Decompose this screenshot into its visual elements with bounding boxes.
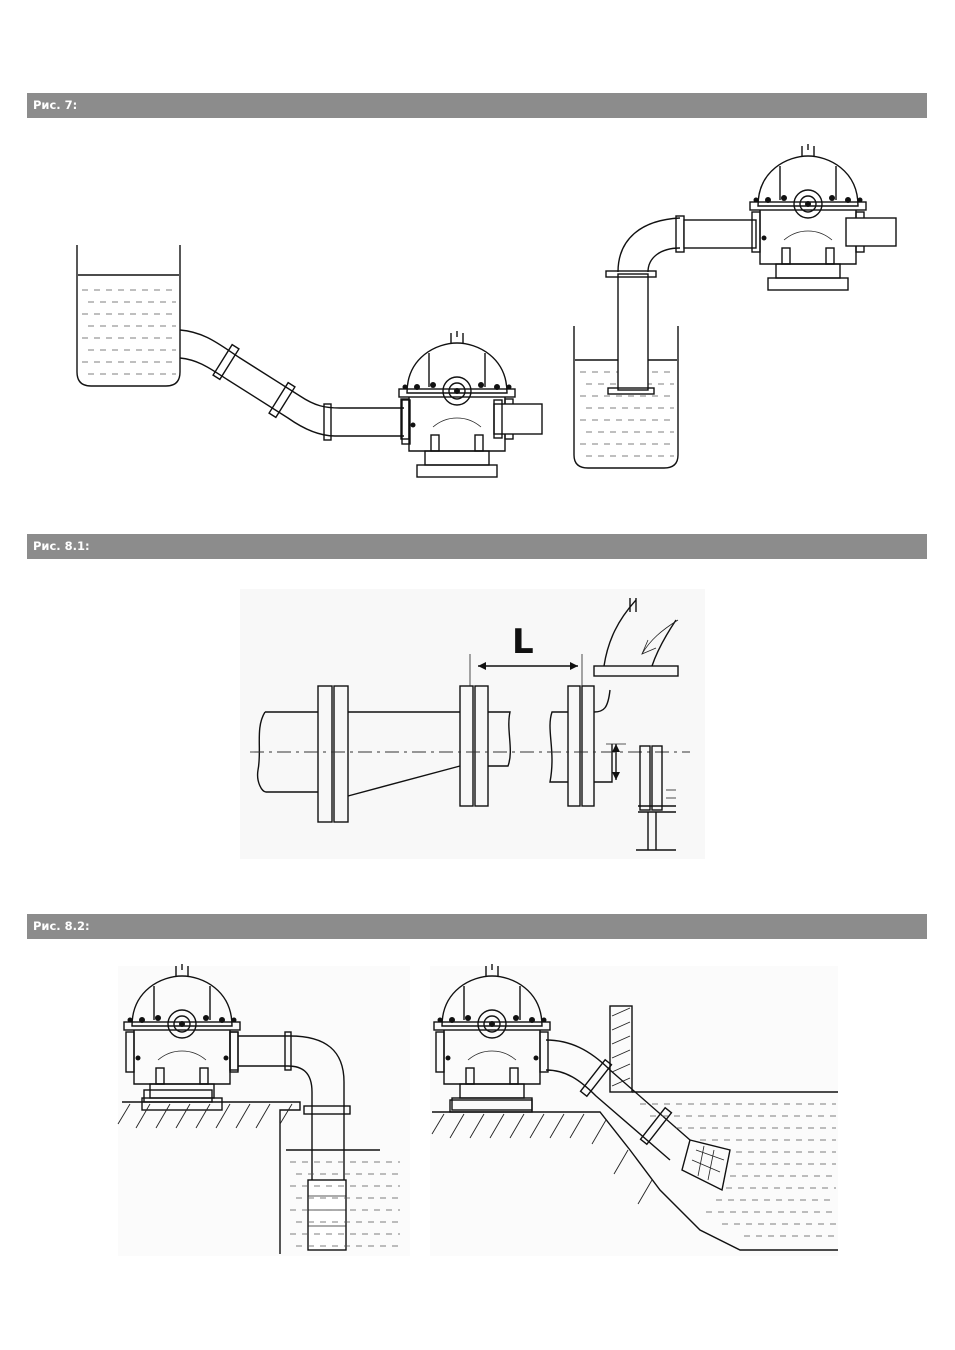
fig8-2-right-drawing bbox=[430, 963, 838, 1256]
dimension-l-label: L bbox=[512, 622, 534, 662]
fig8-1-drawing: L bbox=[240, 589, 705, 859]
fig7-left-tank bbox=[76, 245, 181, 387]
figure-8-1-caption-bar: Рис. 8.1: bbox=[27, 534, 927, 559]
fig7-left-pump bbox=[398, 330, 543, 478]
figure-7-caption: Рис. 7: bbox=[33, 98, 78, 112]
figure-8-2-caption: Рис. 8.2: bbox=[33, 919, 90, 933]
fig7-right-pump bbox=[749, 143, 897, 291]
fig7-left-suction-pipe bbox=[179, 329, 411, 445]
figure-7-caption-bar: Рис. 7: bbox=[27, 93, 927, 118]
figure-8-2-caption-bar: Рис. 8.2: bbox=[27, 914, 927, 939]
fig7-right-suction-pipe bbox=[605, 215, 757, 395]
figure-8-1-caption: Рис. 8.1: bbox=[33, 539, 90, 553]
fig8-2-left-drawing bbox=[117, 963, 410, 1256]
